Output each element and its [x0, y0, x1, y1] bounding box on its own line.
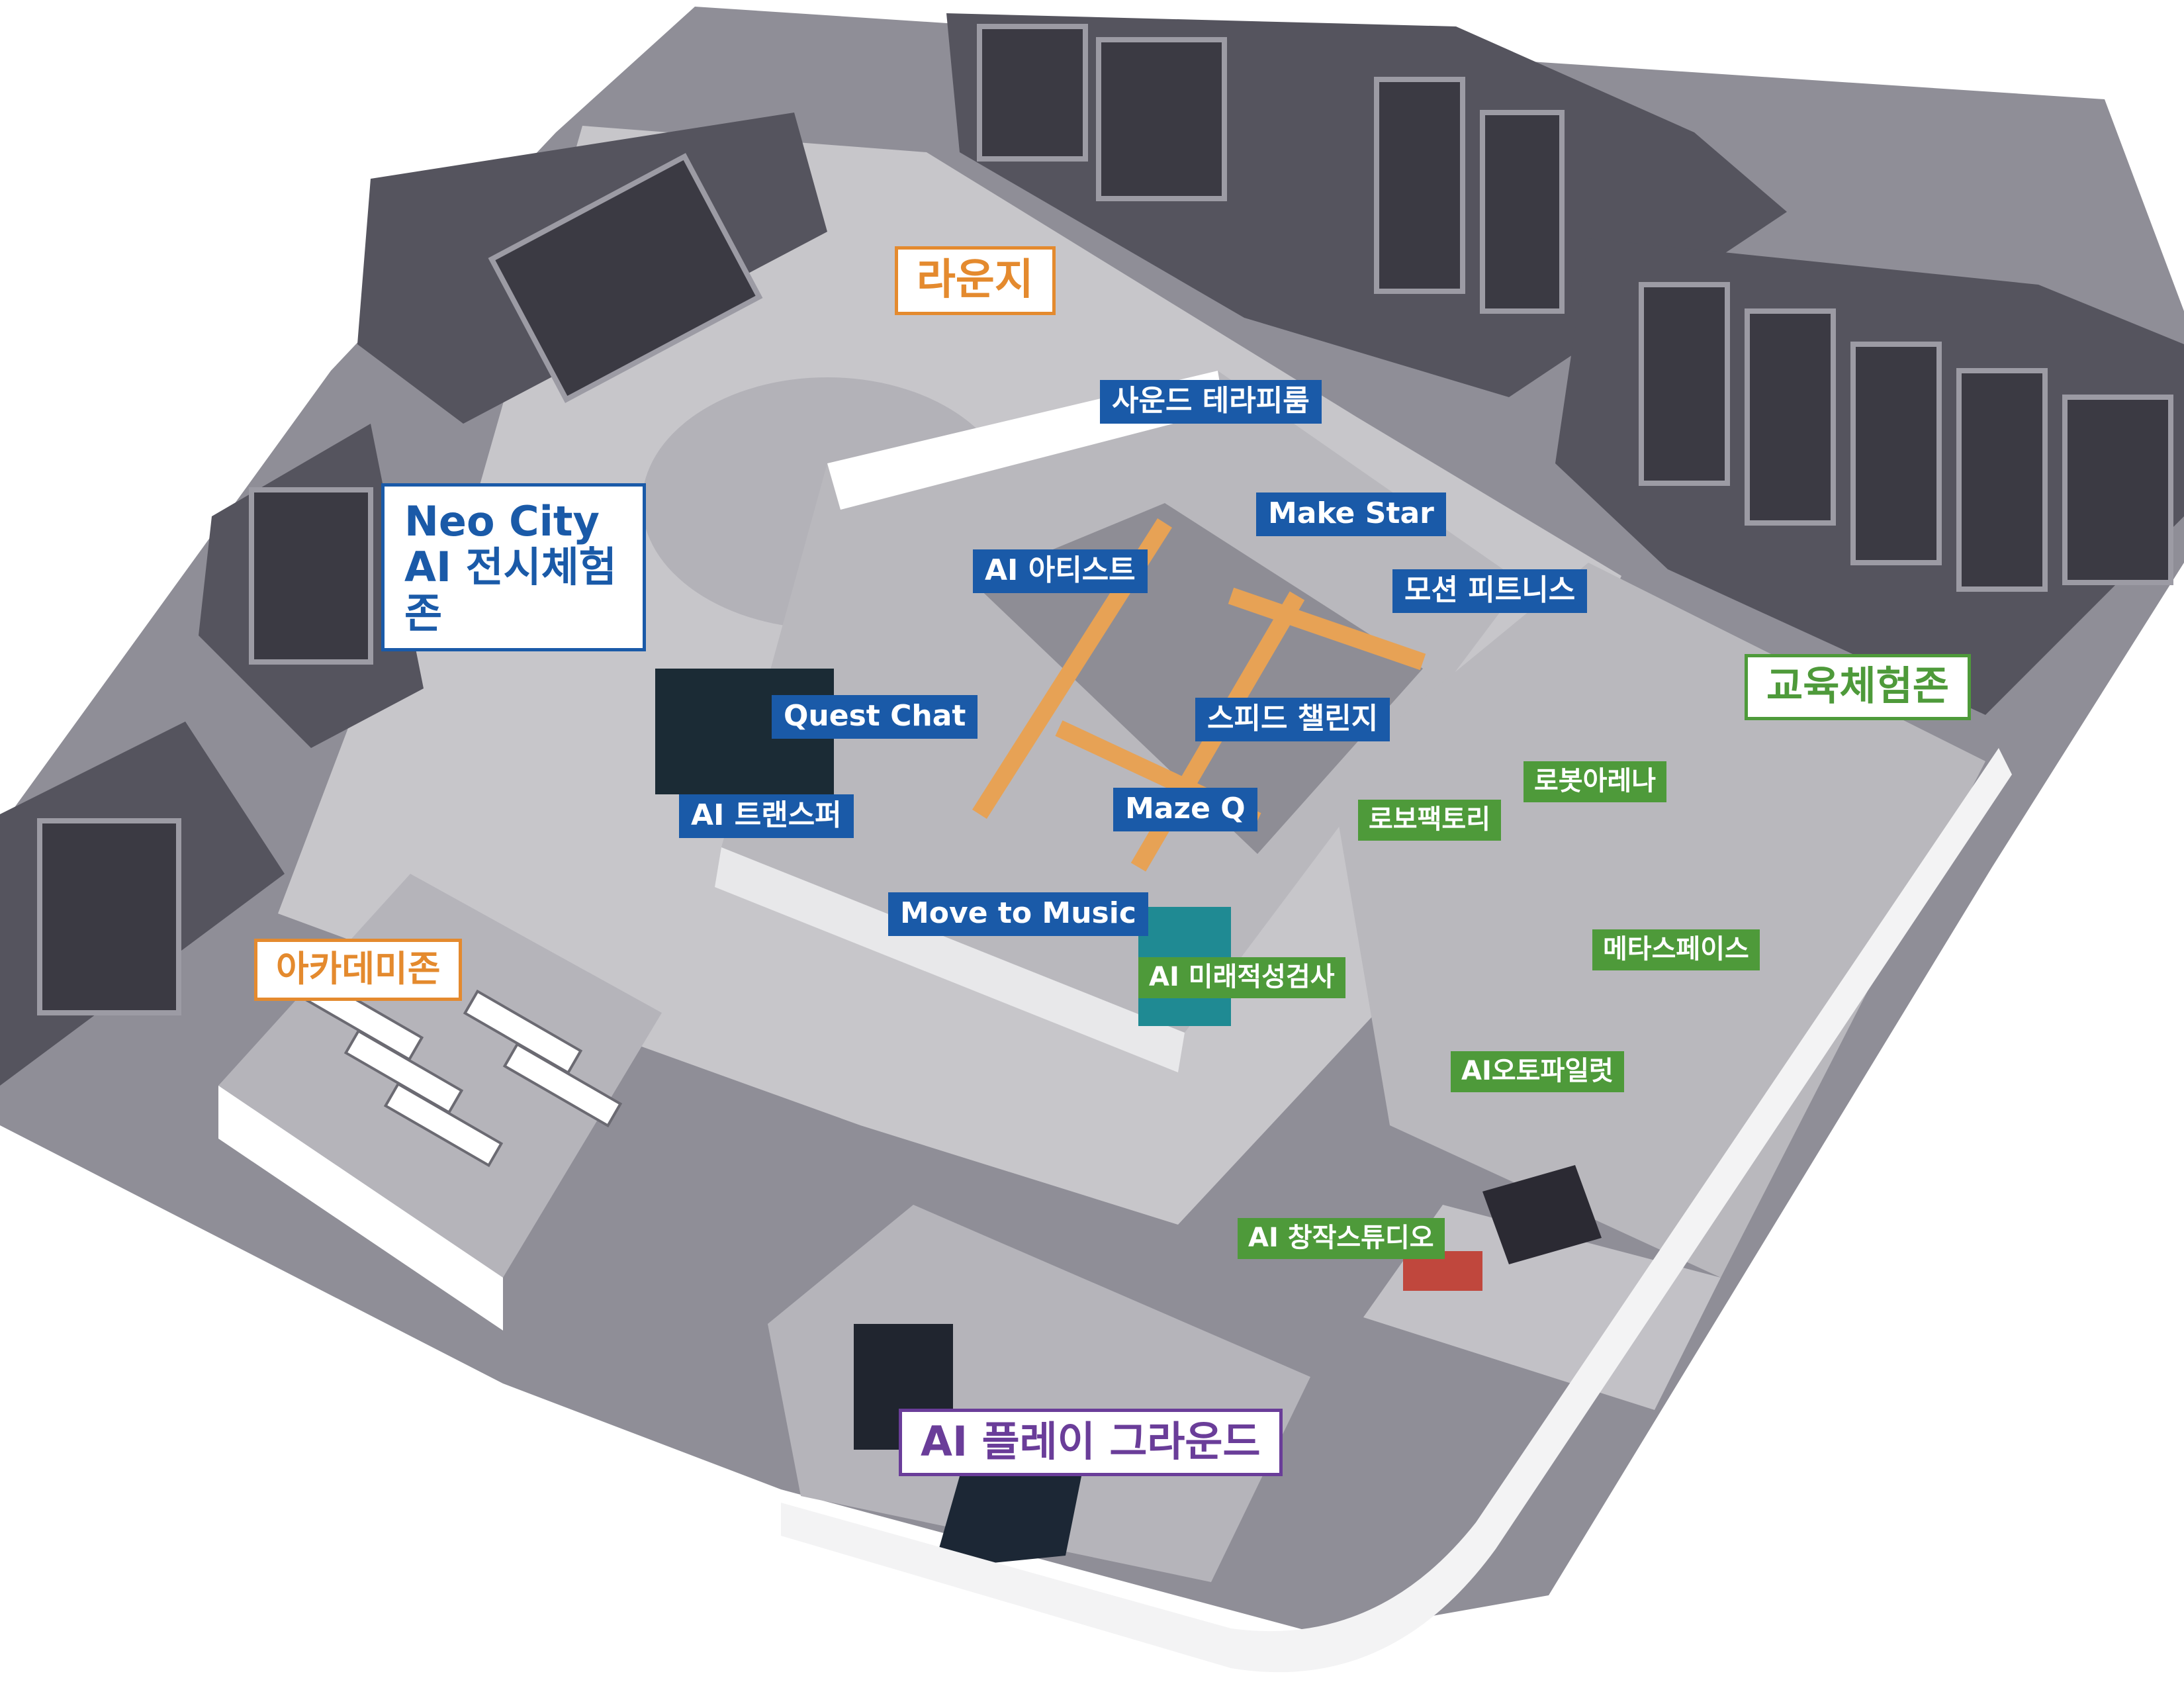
- zone-label-education: 교육체험존: [1745, 654, 1971, 720]
- tag-metaspace: 메타스페이스: [1592, 929, 1760, 970]
- tag-ai-aptitude: AI 미래적성검사: [1138, 957, 1345, 998]
- left-rooms: [0, 113, 827, 1086]
- zone-label-lounge: 라운지: [895, 246, 1056, 315]
- tag-ai-autopilot: AI오토파일럿: [1451, 1051, 1624, 1092]
- zone-label-neo-city-line1: Neo City: [404, 497, 600, 545]
- tag-robot-arena: 로봇아레나: [1524, 761, 1666, 802]
- tag-move-to-music: Move to Music: [888, 892, 1148, 936]
- tag-maze-q: Maze Q: [1113, 788, 1257, 831]
- tag-robot-factory: 로보팩토리: [1358, 800, 1501, 841]
- rear-rooms: [946, 13, 2184, 715]
- tag-speed-challenge: 스피드 챌린지: [1195, 698, 1390, 741]
- zone-label-playground: AI 플레이 그라운드: [899, 1409, 1283, 1476]
- tag-ai-transfer: AI 트랜스퍼: [679, 794, 854, 838]
- education-block: [1330, 563, 1985, 1410]
- tag-make-star: Make Star: [1256, 492, 1446, 536]
- tag-quest-chat: Quest Chat: [772, 695, 978, 739]
- exhibition-block: [655, 371, 1522, 1072]
- zone-label-neo-city: Neo City AI 전시체험존: [381, 483, 646, 652]
- tag-ai-creative-studio: AI 창작스튜디오: [1238, 1218, 1445, 1259]
- zone-label-academy: 아카데미존: [254, 939, 463, 1001]
- tag-ai-artist: AI 아티스트: [973, 549, 1148, 593]
- zone-label-neo-city-line2: AI 전시체험존: [404, 543, 617, 637]
- tag-sound-therapy: 사운드 테라피룸: [1100, 380, 1322, 424]
- playground-area: [768, 1205, 1310, 1582]
- tag-motion-fitness: 모션 피트니스: [1392, 569, 1588, 613]
